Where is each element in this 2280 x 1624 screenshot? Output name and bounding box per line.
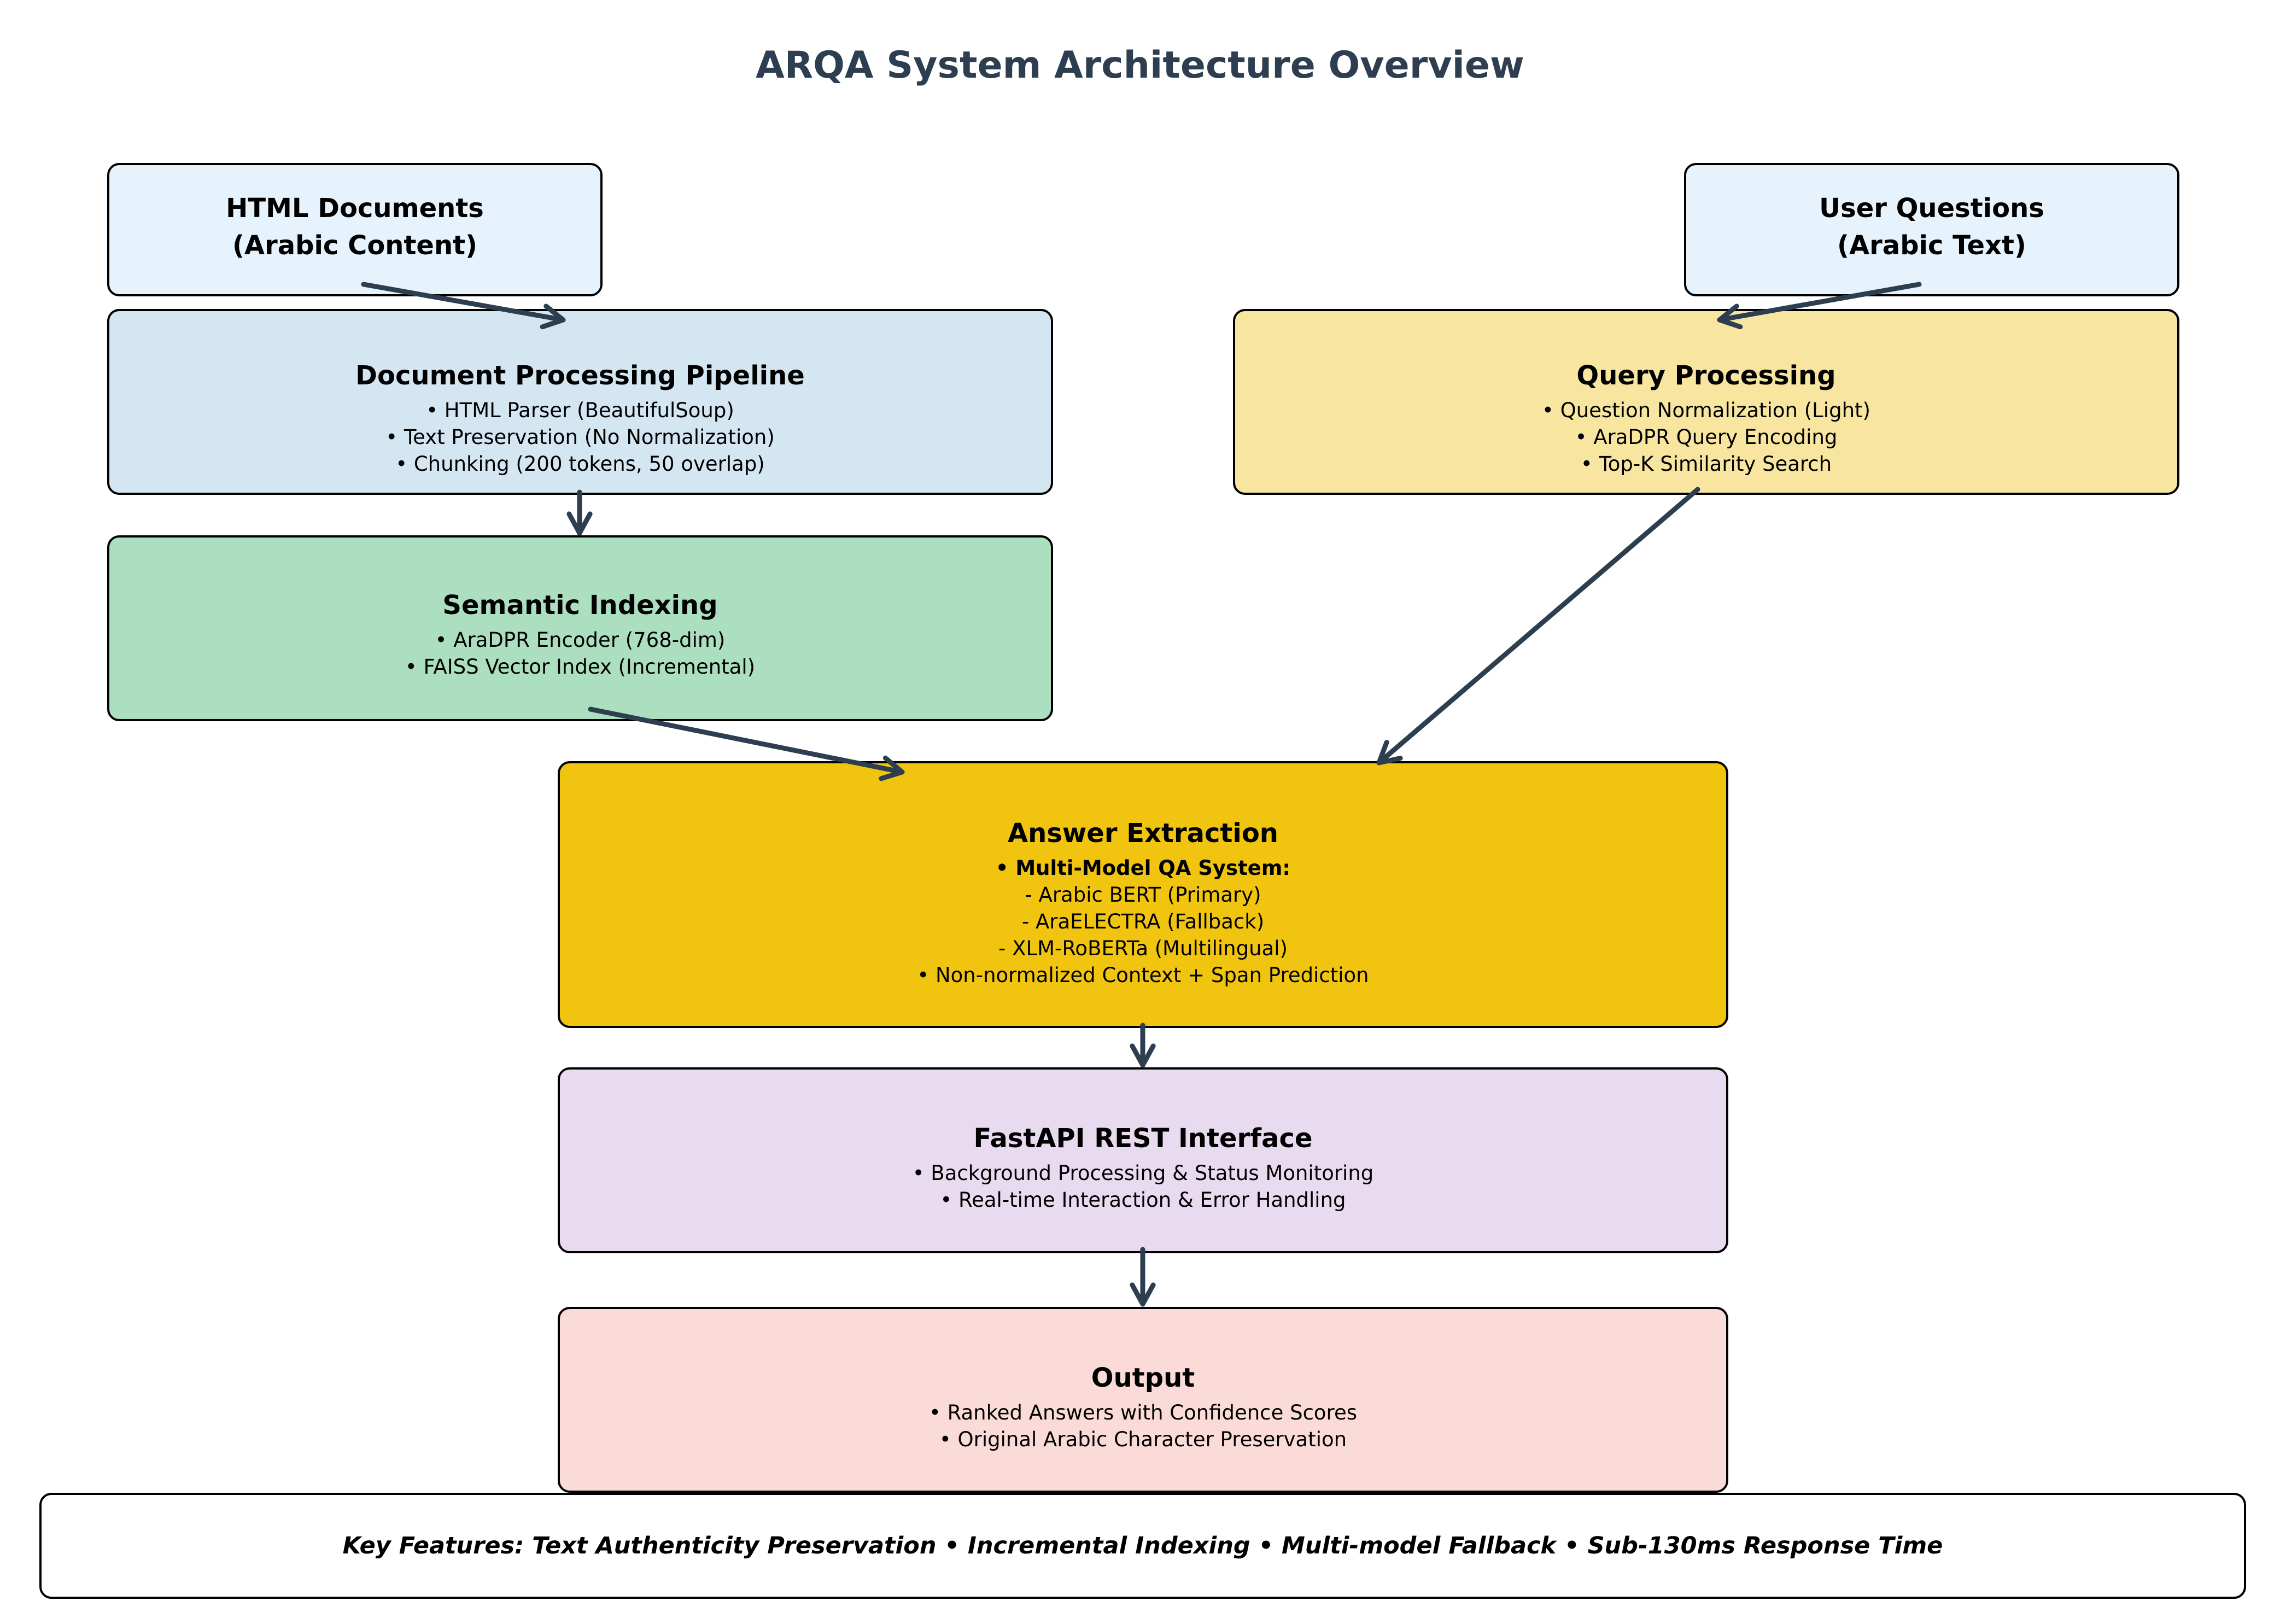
arrow-fastapi-to-output — [1130, 1247, 1156, 1307]
arrow-query-to-answer — [1376, 487, 1700, 766]
fastapi-node: FastAPI REST Interface • Background Proc… — [558, 1067, 1728, 1253]
query-processing-heading: Query Processing — [1576, 360, 1836, 391]
user-questions-line1: User Questions — [1819, 193, 2044, 224]
fastapi-bullet: • Real-time Interaction & Error Handling — [940, 1188, 1346, 1212]
arrow-doc-to-semantic — [566, 489, 593, 536]
answer-extraction-bullet: - AraELECTRA (Fallback) — [1021, 909, 1265, 933]
query-processing-bullet: • Top-K Similarity Search — [1580, 452, 1832, 476]
query-processing-bullet: • Question Normalization (Light) — [1542, 398, 1870, 422]
output-bullet: • Original Arabic Character Preservation — [939, 1428, 1347, 1451]
document-processing-bullet: • Chunking (200 tokens, 50 overlap) — [395, 452, 765, 476]
query-processing-bullet: • AraDPR Query Encoding — [1575, 425, 1838, 449]
answer-extraction-node: Answer Extraction • Multi-Model QA Syste… — [558, 761, 1728, 1028]
user-questions-line2: (Arabic Text) — [1837, 230, 2026, 261]
answer-extraction-heading: Answer Extraction — [1008, 817, 1278, 849]
fastapi-heading: FastAPI REST Interface — [973, 1123, 1313, 1154]
query-processing-node: Query Processing • Question Normalizatio… — [1233, 309, 2179, 495]
output-node: Output • Ranked Answers with Confidence … — [558, 1307, 1728, 1493]
key-features-text: Key Features: Text Authenticity Preserva… — [342, 1532, 1943, 1559]
diagram-title: ARQA System Architecture Overview — [756, 44, 1524, 87]
semantic-indexing-bullet: • AraDPR Encoder (768-dim) — [435, 628, 726, 652]
answer-extraction-bullet: - Arabic BERT (Primary) — [1025, 883, 1261, 907]
document-processing-bullet: • HTML Parser (BeautifulSoup) — [426, 398, 734, 422]
document-processing-heading: Document Processing Pipeline — [355, 360, 805, 391]
arrow-answer-to-fastapi — [1130, 1023, 1156, 1068]
html-documents-line1: HTML Documents — [226, 193, 484, 224]
semantic-indexing-heading: Semantic Indexing — [442, 590, 718, 621]
html-documents-line2: (Arabic Content) — [232, 230, 478, 261]
key-features-footer: Key Features: Text Authenticity Preserva… — [39, 1493, 2246, 1599]
user-questions-node: User Questions (Arabic Text) — [1684, 163, 2179, 296]
semantic-indexing-bullet: • FAISS Vector Index (Incremental) — [405, 655, 756, 679]
html-documents-node: HTML Documents (Arabic Content) — [107, 163, 603, 296]
output-heading: Output — [1091, 1363, 1195, 1393]
document-processing-bullet: • Text Preservation (No Normalization) — [385, 425, 775, 449]
answer-extraction-bullet: • Multi-Model QA System: — [995, 856, 1291, 880]
answer-extraction-bullet: - XLM-RoBERTa (Multilingual) — [998, 936, 1288, 960]
fastapi-bullet: • Background Processing & Status Monitor… — [912, 1161, 1374, 1185]
document-processing-node: Document Processing Pipeline • HTML Pars… — [107, 309, 1053, 495]
output-bullet: • Ranked Answers with Confidence Scores — [929, 1401, 1357, 1424]
semantic-indexing-node: Semantic Indexing • AraDPR Encoder (768-… — [107, 535, 1053, 721]
answer-extraction-bullet: • Non-normalized Context + Span Predicti… — [917, 963, 1369, 987]
